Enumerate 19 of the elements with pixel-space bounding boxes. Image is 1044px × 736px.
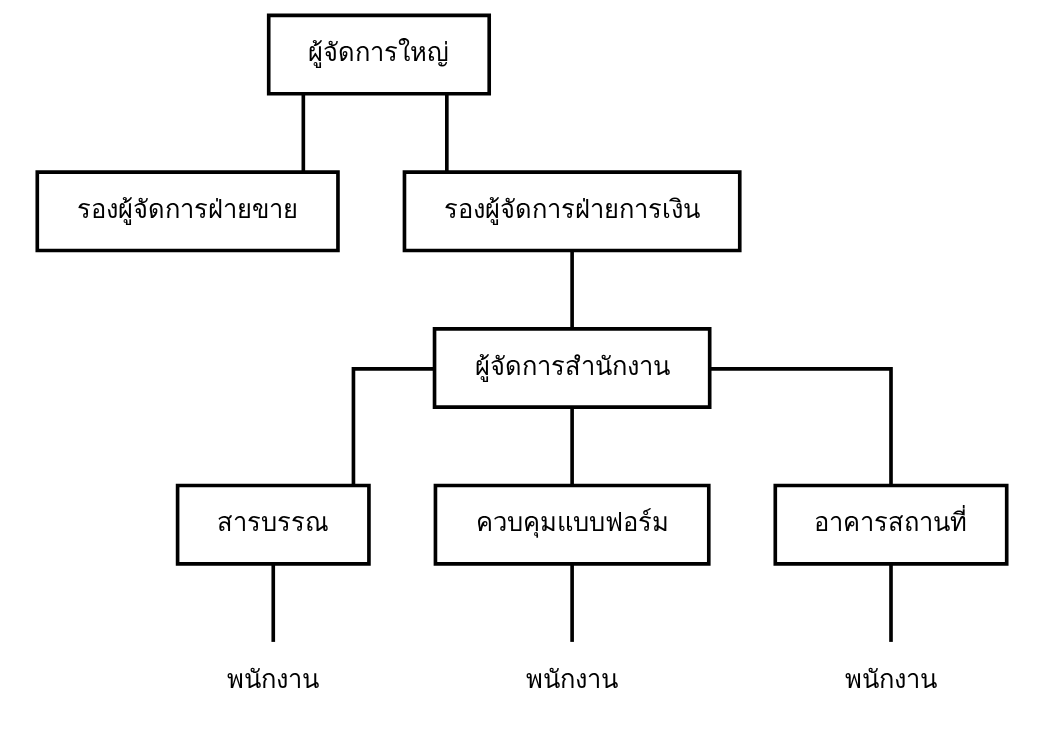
- connector: [570, 250, 574, 329]
- node-box: รองผู้จัดการฝ่ายการเงิน: [402, 170, 742, 253]
- connector: [351, 367, 435, 486]
- node-text: พนักงาน: [845, 664, 937, 695]
- connector: [889, 564, 893, 642]
- connector: [301, 94, 306, 172]
- node-box: ผู้จัดการใหญ่: [266, 13, 491, 96]
- node-box: รองผู้จัดการฝ่ายขาย: [35, 170, 340, 253]
- node-box: ผู้จัดการสำนักงาน: [432, 327, 712, 409]
- connector: [445, 94, 449, 172]
- node-box: ควบคุมแบบฟอร์ม: [433, 483, 711, 566]
- connector: [570, 564, 574, 642]
- connector: [570, 407, 574, 486]
- node-text: พนักงาน: [227, 664, 320, 695]
- connector: [271, 564, 276, 642]
- node-box: สารบรรณ: [175, 483, 371, 566]
- node-box: อาคารสถานที่: [773, 483, 1009, 566]
- node-text: พนักงาน: [526, 664, 619, 695]
- connector: [710, 367, 893, 486]
